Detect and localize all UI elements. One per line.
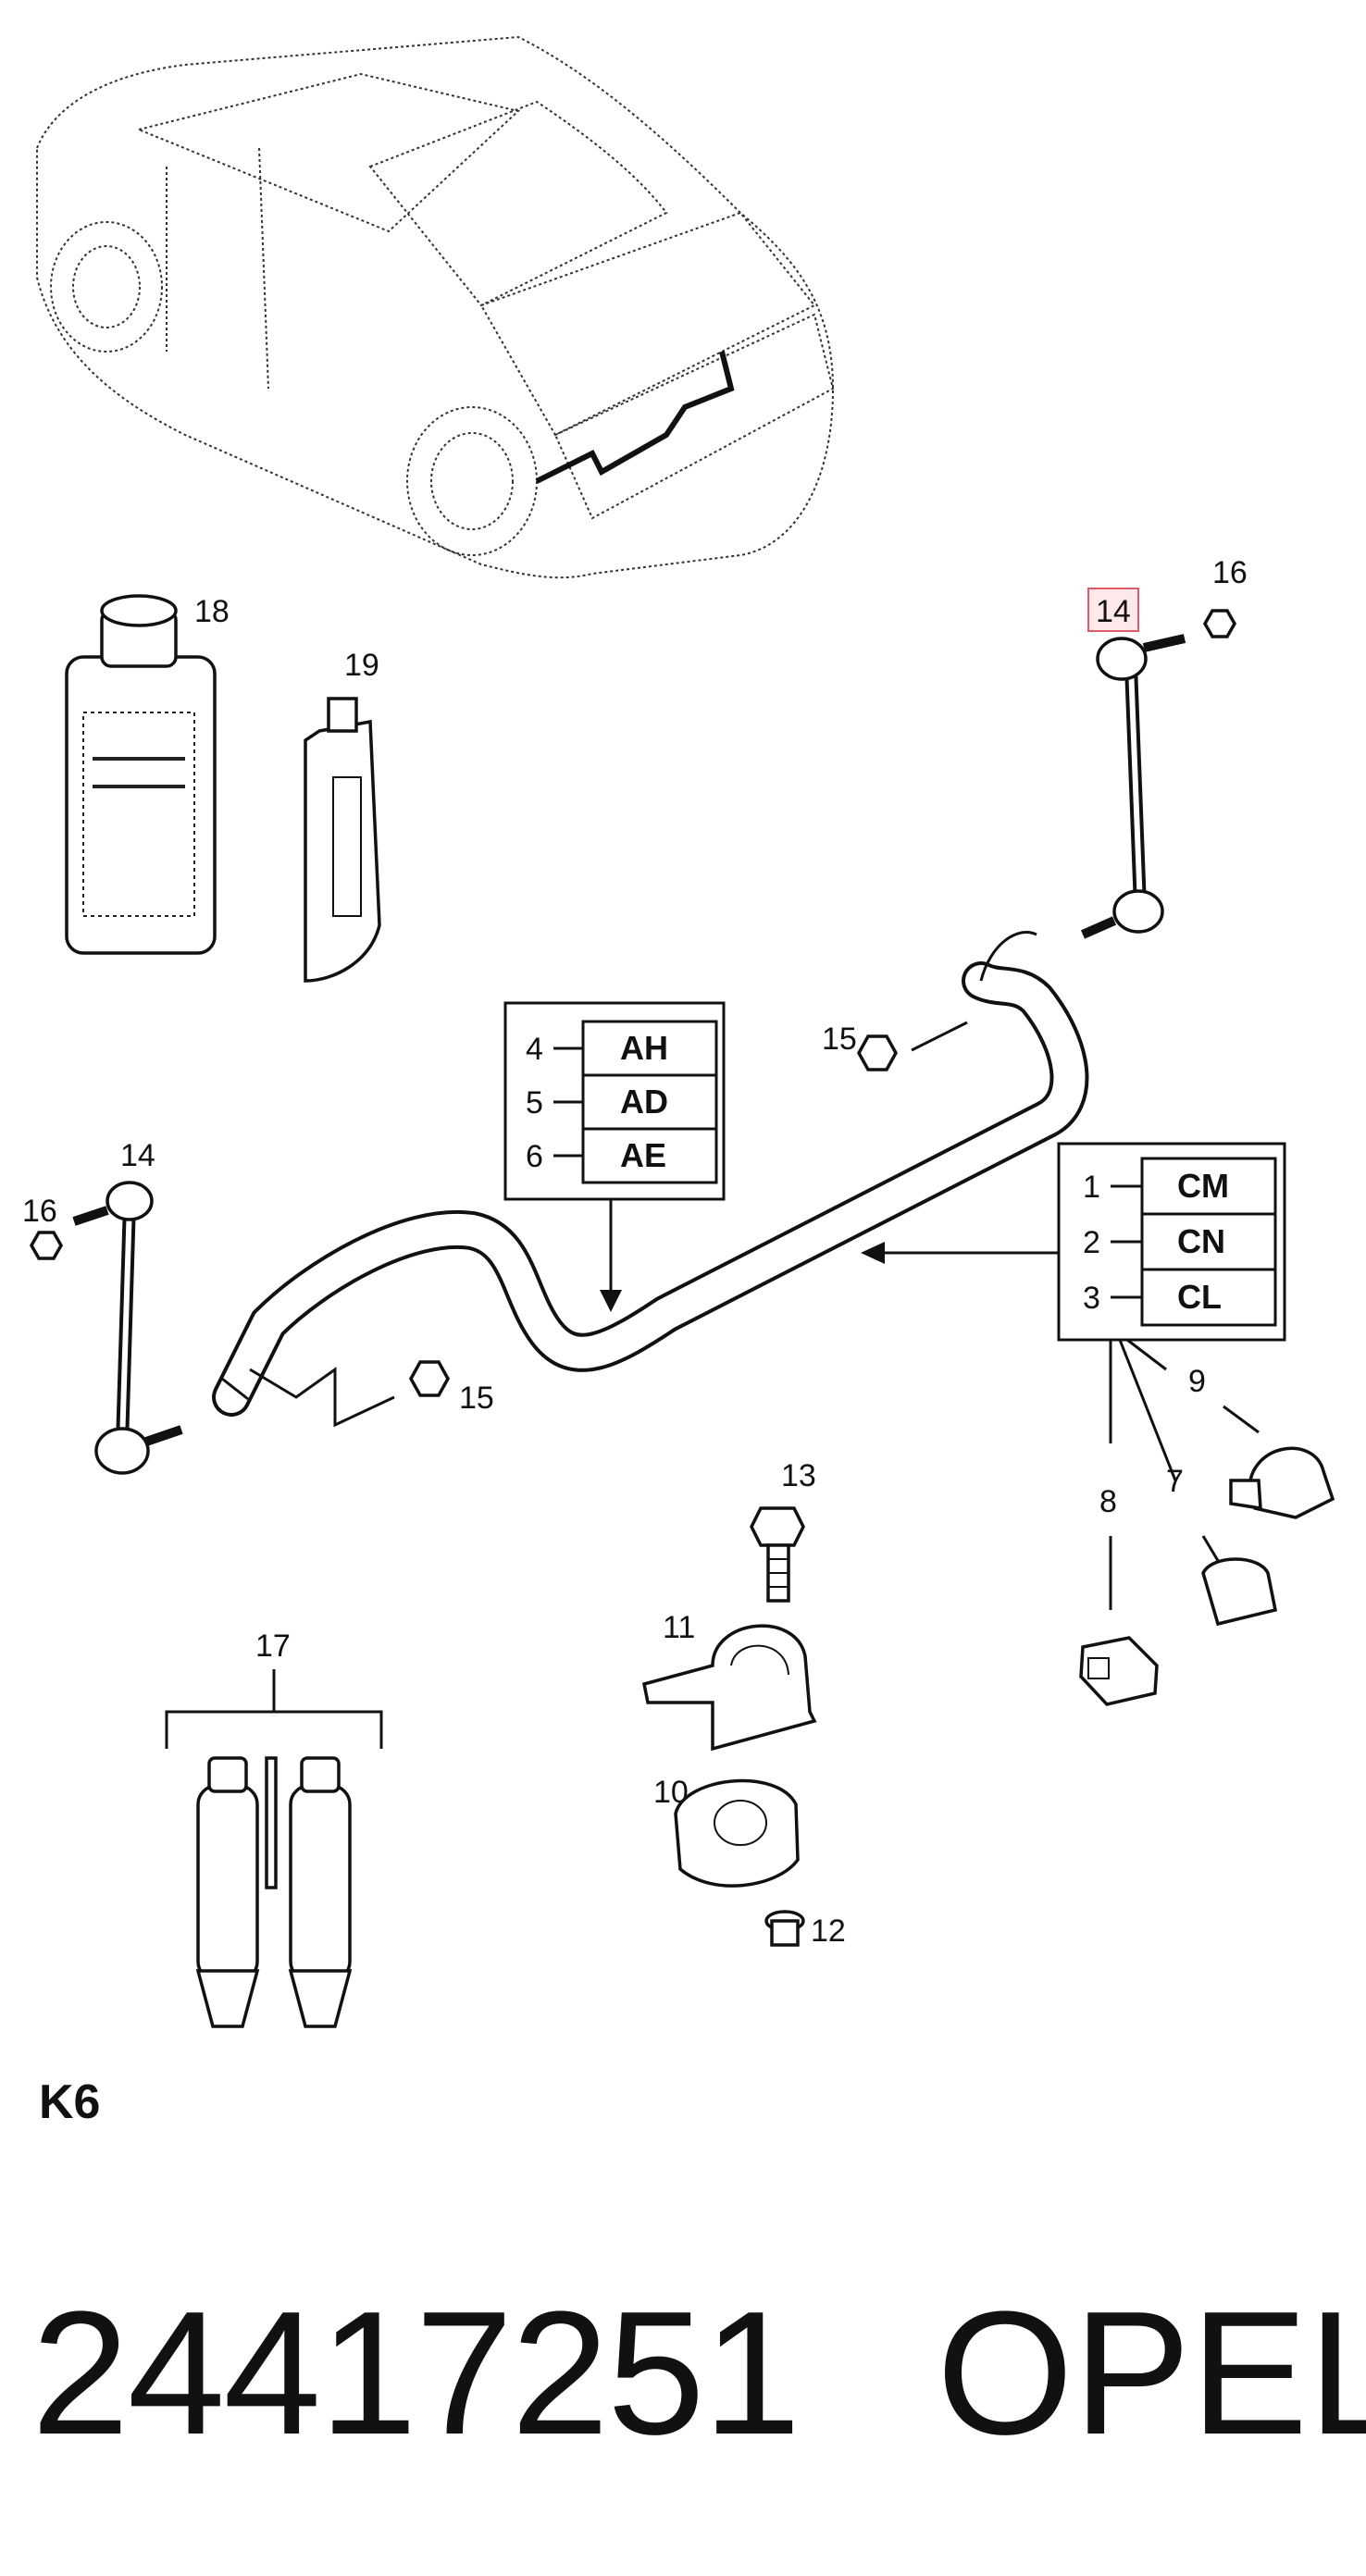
callout-15-left: 15 [459, 1381, 494, 1416]
brand-name: OPEL [937, 2275, 1366, 2471]
variant-code-cm: CM [1177, 1167, 1229, 1205]
callout-19: 19 [344, 648, 379, 683]
callout-16-left: 16 [22, 1194, 57, 1229]
plug-12 [764, 1910, 805, 1947]
callout-9: 9 [1188, 1364, 1206, 1399]
callout-3: 3 [1083, 1281, 1100, 1316]
callout-13: 13 [781, 1458, 816, 1493]
callout-17: 17 [255, 1629, 291, 1664]
callout-7: 7 [1166, 1464, 1184, 1499]
variant-code-ae: AE [620, 1136, 666, 1174]
variant-box-left [503, 1001, 726, 1312]
car-outline [36, 35, 835, 579]
bushing-10 [674, 1778, 800, 1888]
callout-11: 11 [663, 1610, 695, 1645]
fluid-bottle [65, 594, 217, 955]
bushing-8 [1079, 1636, 1159, 1706]
variant-code-ah: AH [620, 1029, 668, 1067]
callout-1: 1 [1083, 1170, 1100, 1205]
bracket-11 [641, 1624, 817, 1752]
nut-16-left [29, 1231, 64, 1260]
nut-16-right [1202, 609, 1237, 638]
callout-14-right: 14 [1096, 594, 1131, 629]
variant-code-cn: CN [1177, 1222, 1225, 1260]
stabilizer-link-left [72, 1181, 183, 1475]
callout-8: 8 [1099, 1484, 1117, 1519]
variant-code-cl: CL [1177, 1278, 1222, 1316]
bolt-13 [750, 1506, 805, 1603]
callout-2: 2 [1083, 1225, 1100, 1260]
callout-15-right: 15 [822, 1022, 857, 1057]
callout-14-right-highlight [1087, 588, 1139, 632]
adhesive-kit [165, 1669, 383, 2028]
stabilizer-link-right [1080, 634, 1186, 939]
callout-12: 12 [811, 1913, 846, 1949]
grease-tube [304, 697, 381, 983]
nut-15-left [249, 1360, 451, 1428]
callout-4: 4 [526, 1032, 543, 1067]
callout-6: 6 [526, 1139, 543, 1174]
clamp-9 [1229, 1446, 1335, 1519]
variant-box-right [861, 1142, 1286, 1610]
stabilizer-bar [212, 931, 1089, 1417]
callout-5: 5 [526, 1085, 543, 1121]
variant-code-ad: AD [620, 1083, 668, 1121]
callout-18: 18 [194, 594, 230, 629]
part-number: 24417251 [31, 2275, 801, 2471]
nut-15-right [856, 1021, 968, 1071]
callout-16-right: 16 [1212, 555, 1248, 590]
section-label: K6 [39, 2075, 101, 2129]
callout-10: 10 [653, 1775, 689, 1810]
bushing-7 [1201, 1557, 1278, 1627]
callout-14-left: 14 [120, 1138, 155, 1173]
